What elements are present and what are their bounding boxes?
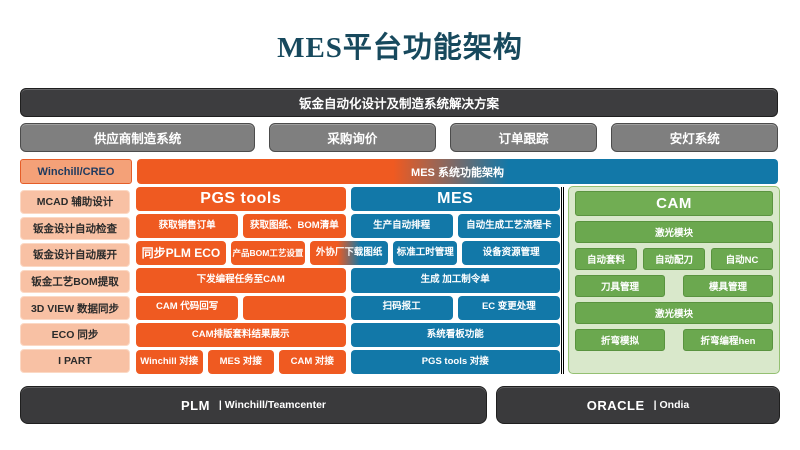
mes-auto-process-card: 自动生成工艺流程卡 — [457, 214, 560, 239]
grid-row-3: 下发编程任务至CAM 生成 加工制令单 — [136, 268, 560, 293]
cam-divider-line — [561, 187, 564, 374]
cam-mold-management: 模具管理 — [683, 275, 773, 297]
system-button-supplier-manufacturing: 供应商制造系统 — [20, 123, 256, 152]
winchill-creo-label: Winchill/CREO — [20, 159, 132, 184]
mes-architecture-banner: MES 系统功能架构 — [137, 159, 778, 184]
oracle-label: ORACLE — [586, 397, 645, 413]
cam-row-2: 自动套料 自动配刀 自动NC — [575, 248, 773, 270]
system-button-andon: 安灯系统 — [611, 123, 779, 152]
pgs-cam-integration: CAM 对接 — [279, 349, 346, 374]
page-title: MES平台功能架构 — [277, 32, 523, 64]
system-button-purchase-inquiry: 采购询价 — [269, 123, 436, 152]
cam-auto-tooling: 自动配刀 — [643, 248, 705, 270]
rail-item-3dview-sync: 3D VIEW 数据同步 — [20, 296, 130, 320]
pgs-mes-integration: MES 对接 — [207, 349, 274, 374]
pgs-get-sales-order: 获取销售订单 — [136, 214, 239, 239]
mes-pgs-tools-integration: PGS tools 对接 — [350, 349, 560, 374]
footer-plm-box: PLM | Winchill/Teamcenter — [20, 386, 487, 424]
cam-laser-module: 激光模块 — [575, 221, 773, 243]
pgs-empty-button — [243, 295, 346, 320]
grid-row-2: 同步PLM ECO 产品BOM工艺设置 外协厂下载图纸 标准工时管理 设备资源管… — [136, 241, 560, 266]
grid-header-row: PGS tools MES — [136, 187, 560, 212]
cam-row-3: 刀具管理 模具管理 — [575, 275, 773, 297]
mes-scan-report: 扫码报工 — [350, 295, 453, 320]
solution-banner: 钣金自动化设计及制造系统解决方案 — [20, 88, 778, 117]
rail-item-bom-extract: 钣金工艺BOM提取 — [20, 269, 130, 294]
rail-item-mcad: MCAD 辅助设计 — [20, 190, 130, 214]
mes-ec-change: EC 变更处理 — [457, 295, 560, 320]
cam-auto-nesting: 自动套料 — [575, 248, 637, 270]
pgs-get-drawing-bom: 获取图纸、BOM清单 — [243, 214, 346, 239]
cam-row-1: 激光模块 — [575, 221, 773, 243]
cam-bending-simulation: 折弯模拟 — [575, 329, 665, 351]
system-row: 供应商制造系统 采购询价 订单跟踪 安灯系统 — [20, 123, 779, 152]
pgs-dispatch-to-cam: 下发编程任务至CAM — [136, 268, 346, 293]
pgs-sync-plm-eco: 同步PLM ECO — [136, 241, 226, 266]
plm-label: PLM — [180, 397, 210, 413]
mes-standard-hours: 标准工时管理 — [393, 241, 458, 266]
mes-auto-scheduling: 生产自动排程 — [350, 214, 453, 239]
mes-generate-work-order: 生成 加工制令单 — [350, 268, 560, 293]
cam-panel: CAM 激光模块 自动套料 自动配刀 自动NC 刀具管理 模具管理 激光模块 折… — [568, 186, 780, 374]
plm-detail: | Winchill/Teamcenter — [218, 399, 327, 411]
rail-item-auto-unfold: 钣金设计自动展开 — [20, 243, 130, 267]
pgs-winchill-integration: Winchill 对接 — [136, 349, 203, 374]
cam-bending-programming: 折弯编程hen — [683, 329, 773, 351]
grid-row-5: CAM排版套料结果展示 系统看板功能 — [136, 322, 560, 347]
rail-item-eco-sync: ECO 同步 — [20, 322, 130, 347]
footer-oracle-box: ORACLE | Ondia — [496, 386, 780, 424]
mes-header: MES — [350, 187, 560, 212]
pgs-nesting-result: CAM排版套料结果展示 — [136, 322, 346, 347]
mes-dashboard: 系统看板功能 — [350, 322, 560, 347]
cam-row-5: 折弯模拟 折弯编程hen — [575, 329, 773, 351]
cam-laser-module-2: 激光模块 — [575, 302, 773, 324]
grid-row-1: 获取销售订单 获取图纸、BOM清单 生产自动排程 自动生成工艺流程卡 — [136, 214, 560, 239]
bridge-subcontractor-download: 外协厂下载图纸 — [310, 241, 389, 266]
pgs-cam-code-writeback: CAM 代码回写 — [136, 295, 239, 320]
system-button-order-tracking: 订单跟踪 — [449, 123, 598, 152]
grid-row-4: CAM 代码回写 扫码报工 EC 变更处理 — [136, 295, 560, 320]
cam-cutter-management: 刀具管理 — [575, 275, 665, 297]
left-rail: MCAD 辅助设计 钣金设计自动检查 钣金设计自动展开 钣金工艺BOM提取 3D… — [20, 190, 130, 374]
cam-auto-nc: 自动NC — [711, 248, 773, 270]
oracle-detail: | Ondia — [653, 399, 690, 411]
cam-row-4: 激光模块 — [575, 302, 773, 324]
mes-equipment-resources: 设备资源管理 — [462, 241, 560, 266]
grid-row-6: Winchill 对接 MES 对接 CAM 对接 PGS tools 对接 — [136, 349, 560, 374]
mes-banner-row: Winchill/CREO MES 系统功能架构 — [20, 159, 778, 184]
pgs-product-bom-process: 产品BOM工艺设置 — [230, 241, 306, 266]
cam-header: CAM — [575, 191, 773, 216]
pgs-tools-header: PGS tools — [136, 187, 346, 212]
rail-item-auto-check: 钣金设计自动检查 — [20, 216, 130, 241]
rail-item-ipart: I PART — [20, 349, 130, 374]
pgs-mes-grid: PGS tools MES 获取销售订单 获取图纸、BOM清单 生产自动排程 自… — [136, 187, 560, 374]
